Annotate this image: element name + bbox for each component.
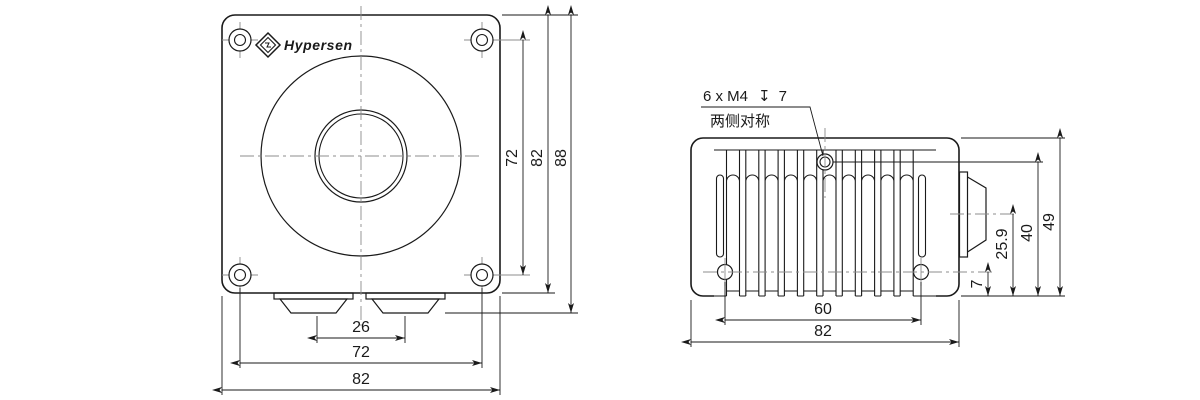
bottom-connector-right [365, 292, 446, 314]
front-bottom-dimensions: 26 72 82 [212, 288, 501, 395]
dim-front-width: 82 [352, 371, 370, 388]
callout-leader-line [701, 106, 824, 157]
dim-top-hole-height: 40 [1019, 224, 1036, 242]
bottom-connector-left [273, 292, 354, 314]
side-view: 6 x M4↧7 两侧对称 60 82 7 25.9 40 49 [681, 87, 1065, 347]
side-right-dimensions: 7 25.9 40 49 [833, 128, 1065, 297]
screw-hole-bottom-right [464, 257, 530, 293]
fin-slots [725, 150, 914, 296]
front-view: Hypersen 26 72 82 72 82 [212, 5, 578, 395]
corner-screw-holes [222, 22, 530, 293]
dim-hole-spacing-v: 72 [504, 149, 521, 167]
dim-hole-offset: 7 [969, 279, 986, 288]
dim-side-height: 49 [1041, 213, 1058, 231]
screw-hole-top-left [222, 22, 258, 58]
hypersen-logo-icon [254, 31, 282, 59]
screw-hole-top-right [464, 22, 530, 58]
dim-front-height: 82 [529, 149, 546, 167]
front-right-dimensions: 72 82 88 [445, 5, 578, 314]
dim-connector-center-height: 25.9 [994, 228, 1011, 259]
vent-slot-left [715, 174, 725, 258]
dim-side-width: 82 [814, 323, 832, 340]
thread-callout: 6 x M4↧7 两侧对称 [701, 87, 824, 157]
dim-overall-height: 88 [553, 149, 570, 167]
dim-connector-spacing: 26 [352, 319, 370, 336]
side-bottom-dimensions: 60 82 [681, 282, 960, 347]
vent-slot-right [917, 174, 927, 258]
screw-hole-bottom-left [222, 257, 258, 293]
dim-side-hole-spacing: 60 [814, 301, 832, 318]
side-bottom-hole-left [716, 258, 734, 286]
dim-hole-spacing-h: 72 [352, 344, 370, 361]
brand-text: Hypersen [284, 37, 353, 53]
callout-note: 两侧对称 [710, 113, 770, 130]
callout-text: 6 x M4↧7 [703, 87, 787, 105]
side-connector-protrusion [958, 171, 987, 258]
